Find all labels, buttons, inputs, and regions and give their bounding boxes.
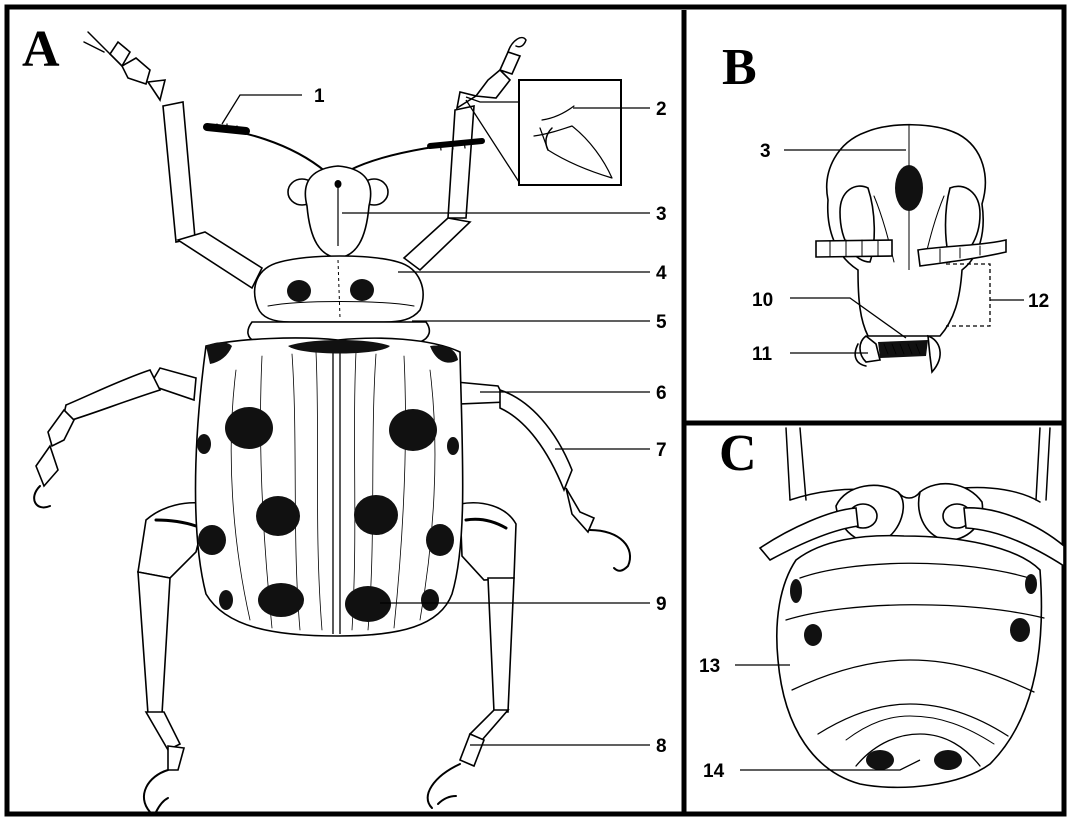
callout-8: 8 bbox=[656, 736, 667, 757]
beetle-head bbox=[288, 166, 388, 258]
callout-5: 5 bbox=[656, 312, 667, 333]
callout-9: 9 bbox=[656, 594, 667, 615]
head-frontal-view: 3 10 11 12 bbox=[752, 124, 1049, 372]
callout-12: 12 bbox=[1028, 291, 1049, 312]
panel-letter-c: C bbox=[719, 425, 757, 482]
beetle-elytra bbox=[196, 338, 463, 636]
callout-14: 14 bbox=[703, 761, 725, 782]
callout-7: 7 bbox=[656, 440, 667, 461]
callout-1: 1 bbox=[314, 86, 325, 107]
callout-11: 11 bbox=[752, 344, 773, 365]
panel-letter-b: B bbox=[722, 39, 757, 96]
antenna-left bbox=[207, 124, 326, 172]
callout-3-a: 3 bbox=[656, 204, 667, 225]
callout-6: 6 bbox=[656, 383, 667, 404]
callout-4: 4 bbox=[656, 263, 667, 284]
callout-13: 13 bbox=[699, 656, 720, 677]
callout-3-b: 3 bbox=[760, 141, 771, 162]
beetle-dorsal-view: 1 2 3 4 5 6 7 8 9 bbox=[34, 32, 667, 812]
callout-10: 10 bbox=[752, 290, 773, 311]
foreleg-right bbox=[404, 38, 526, 270]
foreleg-left bbox=[84, 32, 262, 288]
beetle-pronotum bbox=[255, 256, 423, 322]
callout-2: 2 bbox=[656, 99, 667, 120]
midleg-left bbox=[34, 368, 196, 507]
panel-letter-a: A bbox=[22, 21, 60, 78]
tibial-spur-inset bbox=[519, 80, 621, 185]
